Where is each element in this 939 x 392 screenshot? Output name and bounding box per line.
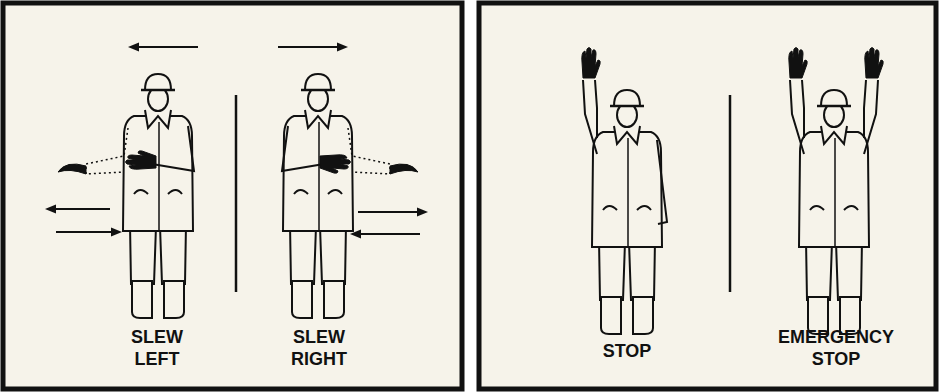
figure-part: [806, 240, 832, 300]
figure-part: [132, 281, 152, 318]
signaller-figure: [58, 74, 194, 318]
figure-part: [657, 140, 667, 224]
figure-part: [164, 281, 184, 318]
figure-part: [56, 231, 114, 233]
direction-arrow: [128, 43, 198, 52]
figure-part: [348, 128, 390, 174]
figure-part: [417, 208, 428, 217]
figure-part: [305, 110, 331, 128]
figure-part: [278, 46, 340, 48]
figure-part: [614, 126, 640, 144]
figure-part: [637, 206, 651, 210]
figure-part: [282, 126, 324, 171]
figure-part: [599, 240, 625, 300]
figure-part: [844, 206, 858, 210]
figure-part: [817, 105, 851, 108]
figure-part: [136, 46, 198, 48]
figure-part: [294, 190, 308, 194]
figure-part: [614, 90, 640, 106]
figure-part: [358, 211, 420, 213]
signaller-figure: [583, 80, 667, 334]
figure-part: [834, 138, 836, 247]
figure-part: [152, 126, 194, 171]
figure-part: [320, 224, 346, 284]
direction-arrow: [278, 43, 348, 52]
figure-part: [864, 80, 878, 154]
figure-part: [629, 240, 655, 300]
figure-part: [292, 281, 312, 318]
figure-part: [290, 224, 316, 284]
direction-arrow: [350, 230, 420, 239]
figure-part: [595, 80, 597, 138]
figure-part: [305, 74, 331, 90]
glove: [126, 151, 157, 169]
figure-part: [821, 126, 847, 144]
signal-label: STOP: [582, 340, 672, 362]
figure-part: [592, 132, 662, 247]
signaller-figure: [790, 80, 878, 334]
glove: [789, 48, 807, 79]
figure-part: [168, 190, 182, 194]
signal-label: EMERGENCY STOP: [756, 326, 916, 370]
figure-part: [128, 43, 139, 52]
glove: [320, 155, 351, 173]
figure-part: [821, 90, 847, 106]
glove: [390, 164, 418, 174]
glove: [865, 48, 883, 79]
figure-part: [324, 281, 344, 318]
figure-part: [799, 132, 869, 247]
figure-part: [86, 128, 128, 174]
signal-label: SLEW RIGHT: [274, 326, 364, 370]
figure-part: [283, 116, 353, 231]
figure-part: [790, 80, 804, 154]
figure-part: [802, 80, 804, 138]
figure-part: [350, 230, 361, 239]
divider-line: [235, 95, 238, 292]
figure-part: [130, 224, 156, 284]
figure-part: [836, 240, 862, 300]
figure-part: [583, 80, 597, 154]
figure-part: [358, 233, 420, 235]
figure-part: [45, 205, 56, 214]
direction-arrow: [358, 208, 428, 217]
figure-part: [160, 224, 186, 284]
figure-part: [610, 105, 644, 108]
figure-part: [601, 297, 621, 334]
figure-part: [158, 122, 160, 231]
figure-part: [627, 138, 629, 247]
figure-part: [328, 190, 342, 194]
figure-part: [141, 89, 175, 92]
glove: [582, 48, 600, 79]
figure-part: [111, 228, 122, 237]
signaller-figure: [282, 74, 418, 318]
figure-part: [337, 43, 348, 52]
signal-label: SLEW LEFT: [112, 326, 202, 370]
figure-part: [123, 116, 193, 231]
direction-arrow: [56, 228, 122, 237]
figure-part: [603, 206, 617, 210]
divider-line: [729, 95, 732, 292]
figure-part: [864, 80, 866, 138]
figure-part: [633, 297, 653, 334]
panel-frame: [3, 3, 462, 389]
panel-frame: [479, 3, 936, 389]
glove: [58, 164, 86, 174]
direction-arrow: [45, 205, 110, 214]
figure-part: [145, 110, 171, 128]
figure-part: [810, 206, 824, 210]
figure-part: [53, 208, 110, 210]
figure-part: [134, 190, 148, 194]
figure-part: [318, 122, 320, 231]
figure-part: [145, 74, 171, 90]
figure-part: [301, 89, 335, 92]
